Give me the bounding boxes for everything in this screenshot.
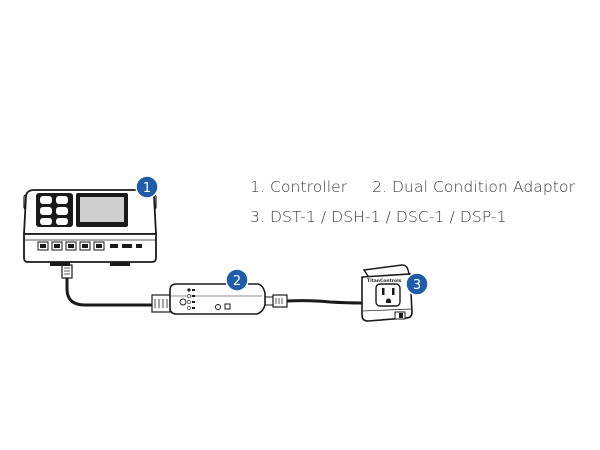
legend-item-adaptor: 2. Dual Condition Adaptor bbox=[372, 178, 576, 196]
legend-item-sensors: 3. DST-1 / DSH-1 / DSC-1 / DSP-1 bbox=[250, 208, 507, 226]
dual-condition-adaptor-device bbox=[169, 283, 266, 315]
callout-badge-1: 1 bbox=[135, 175, 159, 199]
cable-controller-to-adaptor bbox=[61, 264, 171, 313]
legend-item-controller: 1. Controller bbox=[250, 178, 348, 196]
callout-badge-2: 2 bbox=[225, 268, 249, 292]
callout-number-3: 3 bbox=[413, 278, 421, 293]
callout-badge-3: 3 bbox=[405, 272, 429, 296]
controller-device bbox=[23, 189, 157, 266]
cable-adaptor-to-sensor bbox=[263, 294, 363, 308]
callout-number-2: 2 bbox=[233, 274, 241, 289]
sensor-device: TitanControls bbox=[361, 264, 413, 322]
callout-number-1: 1 bbox=[143, 181, 151, 196]
sensor-brand-label: TitanControls bbox=[367, 278, 402, 284]
